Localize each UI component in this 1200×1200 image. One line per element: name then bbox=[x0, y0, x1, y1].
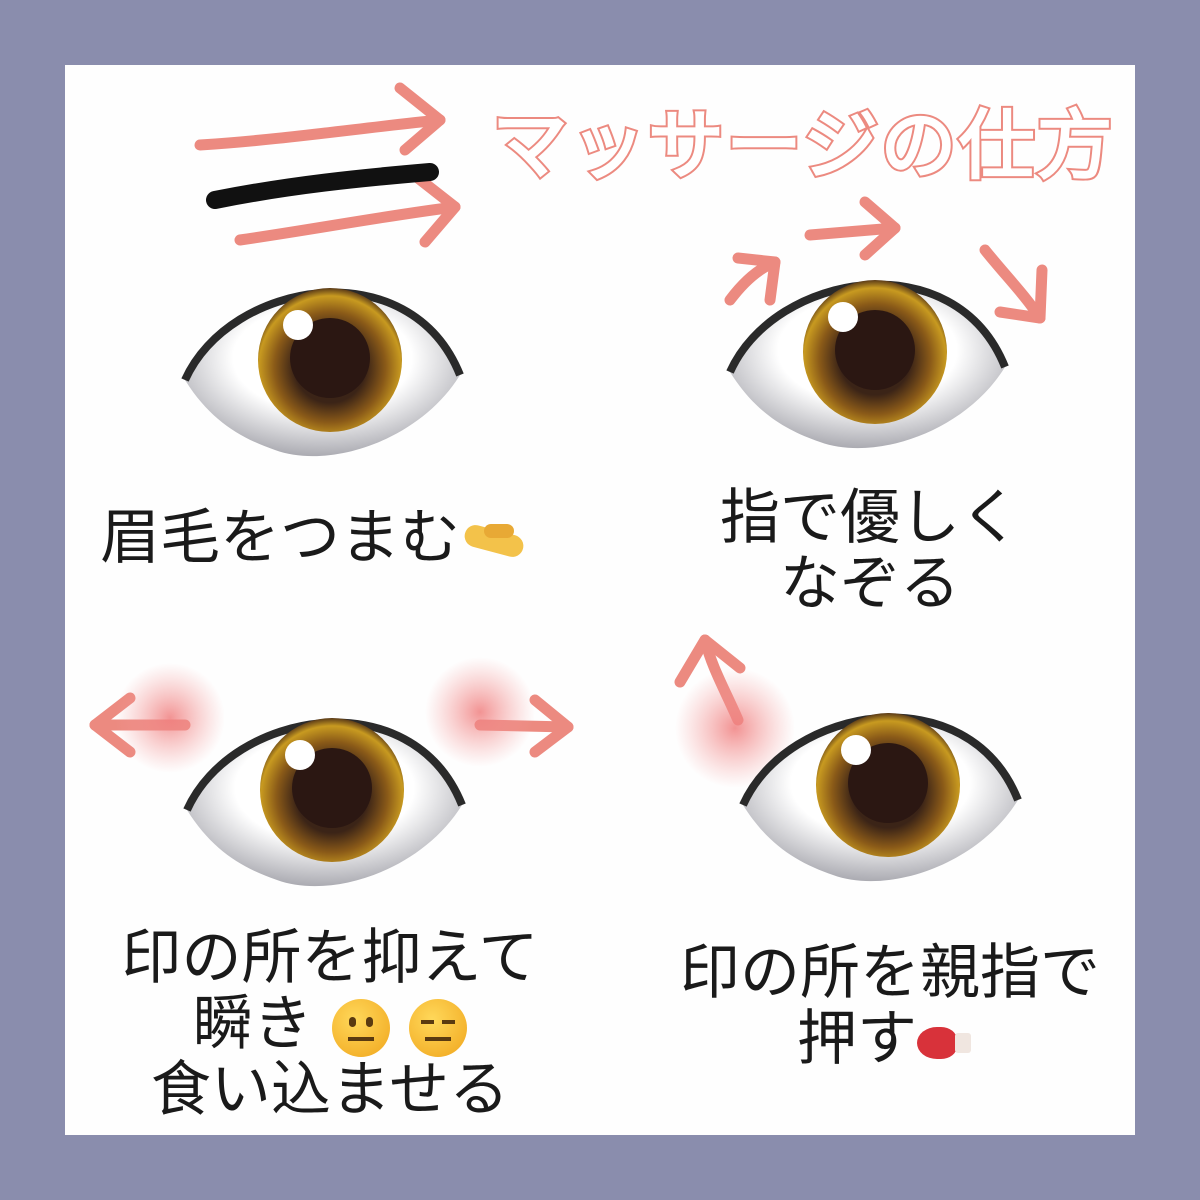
step-2-caption: 指で優しく なぞる bbox=[700, 485, 1040, 617]
step-1-caption: 眉毛をつまむ bbox=[100, 505, 534, 571]
arrow-right-icon bbox=[194, 82, 446, 156]
highlight bbox=[285, 740, 315, 770]
arrow-down-right-icon bbox=[979, 244, 1048, 324]
expressionless-face-icon bbox=[409, 998, 468, 1057]
eye-icon bbox=[738, 695, 1023, 894]
arrow-right-icon bbox=[234, 172, 461, 248]
caption-line: 食い込ませる bbox=[150, 1055, 510, 1125]
caption-line: 指で優しく bbox=[720, 483, 1020, 553]
pupil bbox=[848, 743, 928, 823]
highlight bbox=[828, 302, 858, 332]
caption-line: 押す bbox=[797, 1004, 917, 1074]
highlight bbox=[283, 310, 313, 340]
caption-line: 印の所を抑えて bbox=[121, 923, 539, 993]
eyebrow-mark bbox=[206, 163, 439, 209]
pressure-point-mark bbox=[425, 657, 535, 767]
boxing-glove-icon bbox=[917, 1023, 973, 1063]
caption-line: 眉毛をつまむ bbox=[100, 503, 460, 573]
caption-line: なぞる bbox=[780, 549, 960, 619]
highlight bbox=[841, 735, 871, 765]
step-4-caption: 印の所を親指で 押す bbox=[680, 938, 1100, 1074]
step-3-caption: 印の所を抑えて 瞬き 食い込ませる bbox=[110, 925, 550, 1123]
pupil bbox=[835, 310, 915, 390]
pupil bbox=[292, 748, 372, 828]
page-title: マッサージの仕方 bbox=[490, 99, 1115, 192]
arrow-right-icon bbox=[804, 196, 901, 261]
eye-icon bbox=[182, 700, 467, 899]
pressure-point-mark bbox=[675, 668, 795, 788]
eye-icon bbox=[725, 262, 1010, 461]
neutral-face-icon bbox=[332, 998, 390, 1057]
caption-line: 印の所を親指で bbox=[680, 938, 1100, 1008]
pinching-hand-icon bbox=[462, 522, 534, 562]
caption-line: 瞬き bbox=[192, 989, 313, 1059]
eye-icon bbox=[180, 270, 465, 469]
pupil bbox=[290, 318, 370, 398]
pressure-point-mark bbox=[115, 663, 225, 773]
arrow-right-icon bbox=[724, 252, 781, 306]
